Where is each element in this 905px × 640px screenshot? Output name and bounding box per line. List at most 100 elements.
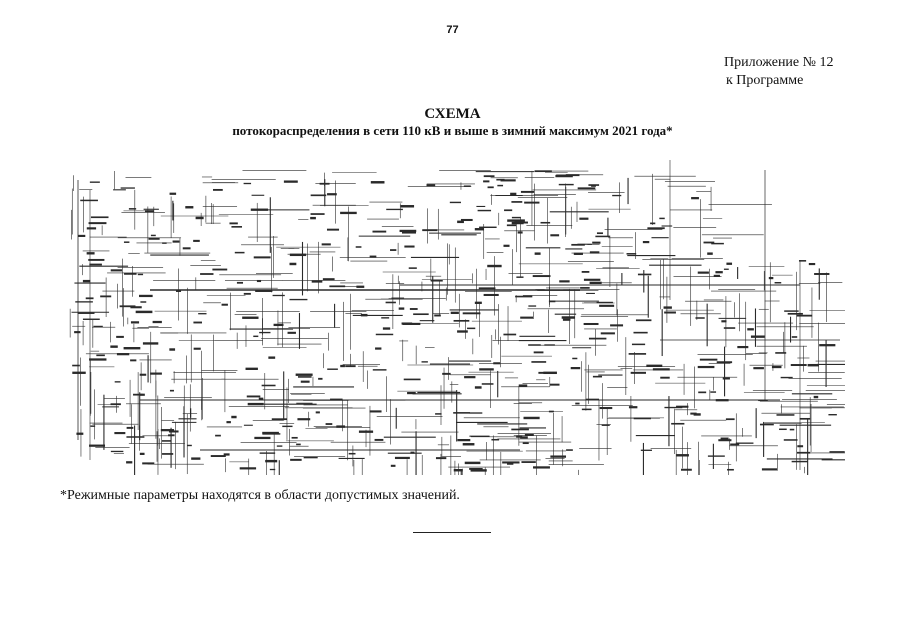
label-mark <box>500 179 516 182</box>
label-mark <box>382 327 391 330</box>
label-mark <box>72 364 80 367</box>
label-mark <box>481 383 494 385</box>
label-mark <box>374 438 384 441</box>
label-mark <box>142 462 155 465</box>
label-mark <box>297 418 311 421</box>
label-mark <box>77 234 86 237</box>
label-mark <box>390 464 396 467</box>
label-mark <box>110 345 118 348</box>
label-mark <box>791 336 798 338</box>
label-mark <box>243 182 252 185</box>
label-mark <box>574 253 582 255</box>
label-mark <box>453 319 470 322</box>
power-grid-diagram <box>69 160 845 475</box>
label-mark <box>758 399 768 402</box>
label-mark <box>524 201 540 204</box>
label-mark <box>808 262 816 266</box>
label-mark <box>457 220 464 224</box>
label-mark <box>221 303 228 306</box>
label-mark <box>591 185 596 187</box>
label-mark <box>135 310 153 314</box>
label-mark <box>453 412 470 414</box>
footnote: *Режимные параметры находятся в области … <box>60 488 460 503</box>
label-mark <box>707 455 725 457</box>
label-mark <box>735 442 754 444</box>
label-mark <box>398 307 405 310</box>
label-mark <box>369 410 382 413</box>
label-mark <box>193 347 201 350</box>
label-mark <box>90 425 96 427</box>
label-mark <box>360 313 368 317</box>
label-mark <box>630 371 646 374</box>
label-mark <box>585 398 600 401</box>
label-mark <box>721 320 727 323</box>
label-mark <box>463 185 471 187</box>
label-mark <box>175 290 182 292</box>
label-mark <box>75 301 93 303</box>
label-mark <box>185 206 194 209</box>
label-mark <box>521 461 536 463</box>
label-mark <box>193 321 203 324</box>
label-mark <box>583 322 599 326</box>
label-mark <box>829 451 845 453</box>
label-mark <box>315 411 320 414</box>
label-mark <box>671 422 685 425</box>
label-mark <box>386 208 403 211</box>
label-mark <box>290 458 302 461</box>
label-mark <box>169 389 174 392</box>
label-mark <box>187 444 192 447</box>
label-mark <box>372 230 387 233</box>
label-mark <box>402 322 421 325</box>
label-mark <box>88 222 107 225</box>
label-mark <box>385 301 396 304</box>
label-mark <box>370 181 385 184</box>
label-mark <box>663 306 672 309</box>
label-mark <box>80 199 98 202</box>
label-mark <box>345 365 356 368</box>
label-mark <box>223 453 230 456</box>
label-mark <box>130 359 137 362</box>
label-mark <box>790 364 807 367</box>
label-mark <box>581 271 590 273</box>
label-mark <box>403 378 421 381</box>
label-mark <box>579 217 589 220</box>
label-mark <box>779 428 787 431</box>
label-mark <box>82 318 100 320</box>
label-mark <box>161 440 172 442</box>
label-mark <box>148 237 160 240</box>
label-mark <box>375 347 382 350</box>
label-mark <box>642 241 650 244</box>
label-mark <box>789 428 795 431</box>
label-mark <box>503 244 510 247</box>
label-mark <box>753 367 764 370</box>
label-mark <box>787 312 803 315</box>
label-mark <box>723 327 736 329</box>
label-mark <box>116 353 130 356</box>
label-mark <box>646 364 663 368</box>
label-mark <box>310 194 327 197</box>
label-mark <box>254 436 271 440</box>
label-mark <box>72 371 86 374</box>
label-mark <box>139 452 145 455</box>
label-mark <box>457 439 471 442</box>
label-mark <box>336 425 346 428</box>
label-mark <box>399 229 417 233</box>
label-mark <box>289 253 307 257</box>
label-mark <box>169 348 176 351</box>
label-mark <box>540 221 551 224</box>
label-mark <box>470 469 487 472</box>
label-mark <box>311 280 323 283</box>
label-mark <box>124 272 137 275</box>
label-mark <box>548 300 556 303</box>
label-mark <box>469 412 483 414</box>
label-mark <box>375 333 394 336</box>
label-mark <box>506 224 517 227</box>
label-mark <box>326 228 340 231</box>
label-mark <box>637 273 652 276</box>
label-mark <box>474 228 484 231</box>
label-mark <box>718 439 732 442</box>
label-mark <box>330 398 343 400</box>
label-mark <box>520 436 528 439</box>
label-mark <box>479 226 497 229</box>
label-mark <box>469 467 483 470</box>
